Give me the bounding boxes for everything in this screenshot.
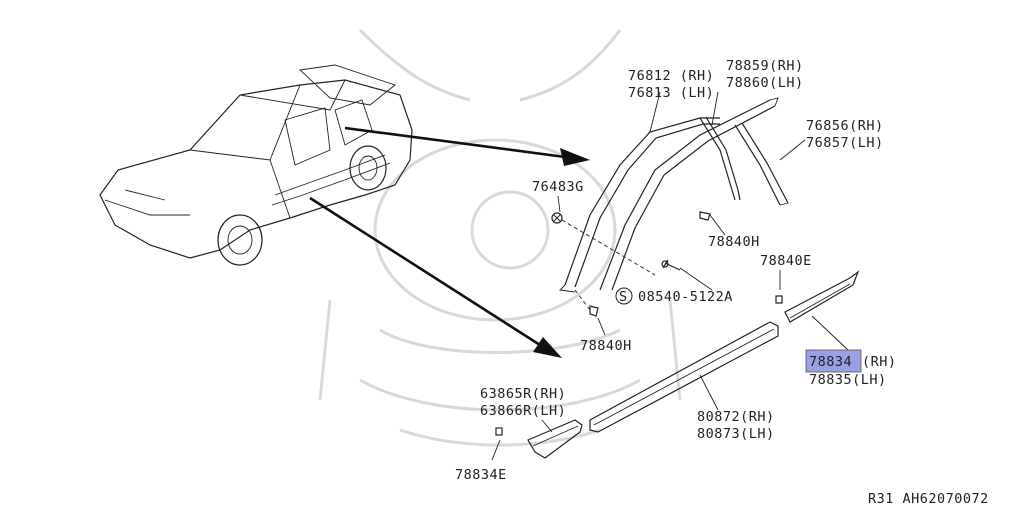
label-76813: 76813 (LH): [628, 85, 714, 101]
label-78859: 78859(RH): [726, 58, 804, 74]
leader-78834: [811, 315, 849, 351]
label-78834e: 78834E: [455, 467, 507, 483]
car-illustration: [99, 64, 413, 266]
screw-symbol-circle: [615, 287, 633, 305]
leader-78840h-top: [709, 214, 726, 236]
part-63865r-molding: [527, 419, 583, 459]
leader-76812: [649, 91, 661, 133]
label-80873: 80873(LH): [697, 426, 775, 442]
clip-78840e: [775, 295, 783, 304]
leader-76483g: [557, 195, 561, 213]
label-76483g: 76483G: [532, 179, 584, 195]
clip-78840h-bottom: [589, 305, 599, 317]
label-78835: 78835(LH): [809, 372, 887, 388]
highlight-78834: [805, 349, 862, 373]
leader-80872: [699, 374, 719, 411]
label-78840h-bottom: 78840H: [580, 338, 632, 354]
clip-78834e: [495, 427, 503, 436]
label-76857: 76857(LH): [806, 135, 884, 151]
label-63866r: 63866R(LH): [480, 403, 566, 419]
arrow-upper: [344, 126, 590, 166]
watermark-emblem: [318, 28, 682, 447]
label-76812: 76812 (RH): [628, 68, 714, 84]
label-78860: 78860(LH): [726, 75, 804, 91]
part-78834-molding: [784, 270, 860, 323]
screw-08540: [661, 259, 681, 271]
footer-code: R31 AH62070072: [868, 491, 989, 507]
part-76856-strip: [734, 122, 789, 206]
clip-76483g: [551, 212, 563, 224]
label-78840e: 78840E: [760, 253, 812, 269]
part-78859-frame: [599, 97, 779, 291]
label-screw-symbol: S: [619, 289, 628, 305]
leader-78834e: [491, 439, 501, 461]
part-76812-frame: [559, 117, 720, 293]
arrow-lower: [309, 196, 562, 358]
label-63865r: 63865R(RH): [480, 386, 566, 402]
label-78834: 78834: [809, 354, 852, 370]
label-78834-suffix: (RH): [862, 354, 897, 370]
label-78840h-top: 78840H: [708, 234, 760, 250]
leader-78840h-bottom: [597, 317, 606, 336]
label-80872: 80872(RH): [697, 409, 775, 425]
leader-08540: [679, 267, 713, 291]
leader-78859: [711, 91, 719, 126]
leader-76856: [779, 139, 806, 161]
label-76856: 76856(RH): [806, 118, 884, 134]
part-inner-sash: [699, 116, 741, 201]
clip-78840h-top: [699, 211, 711, 221]
label-08540: 08540-5122A: [638, 289, 733, 305]
part-80872-molding: [589, 321, 779, 433]
